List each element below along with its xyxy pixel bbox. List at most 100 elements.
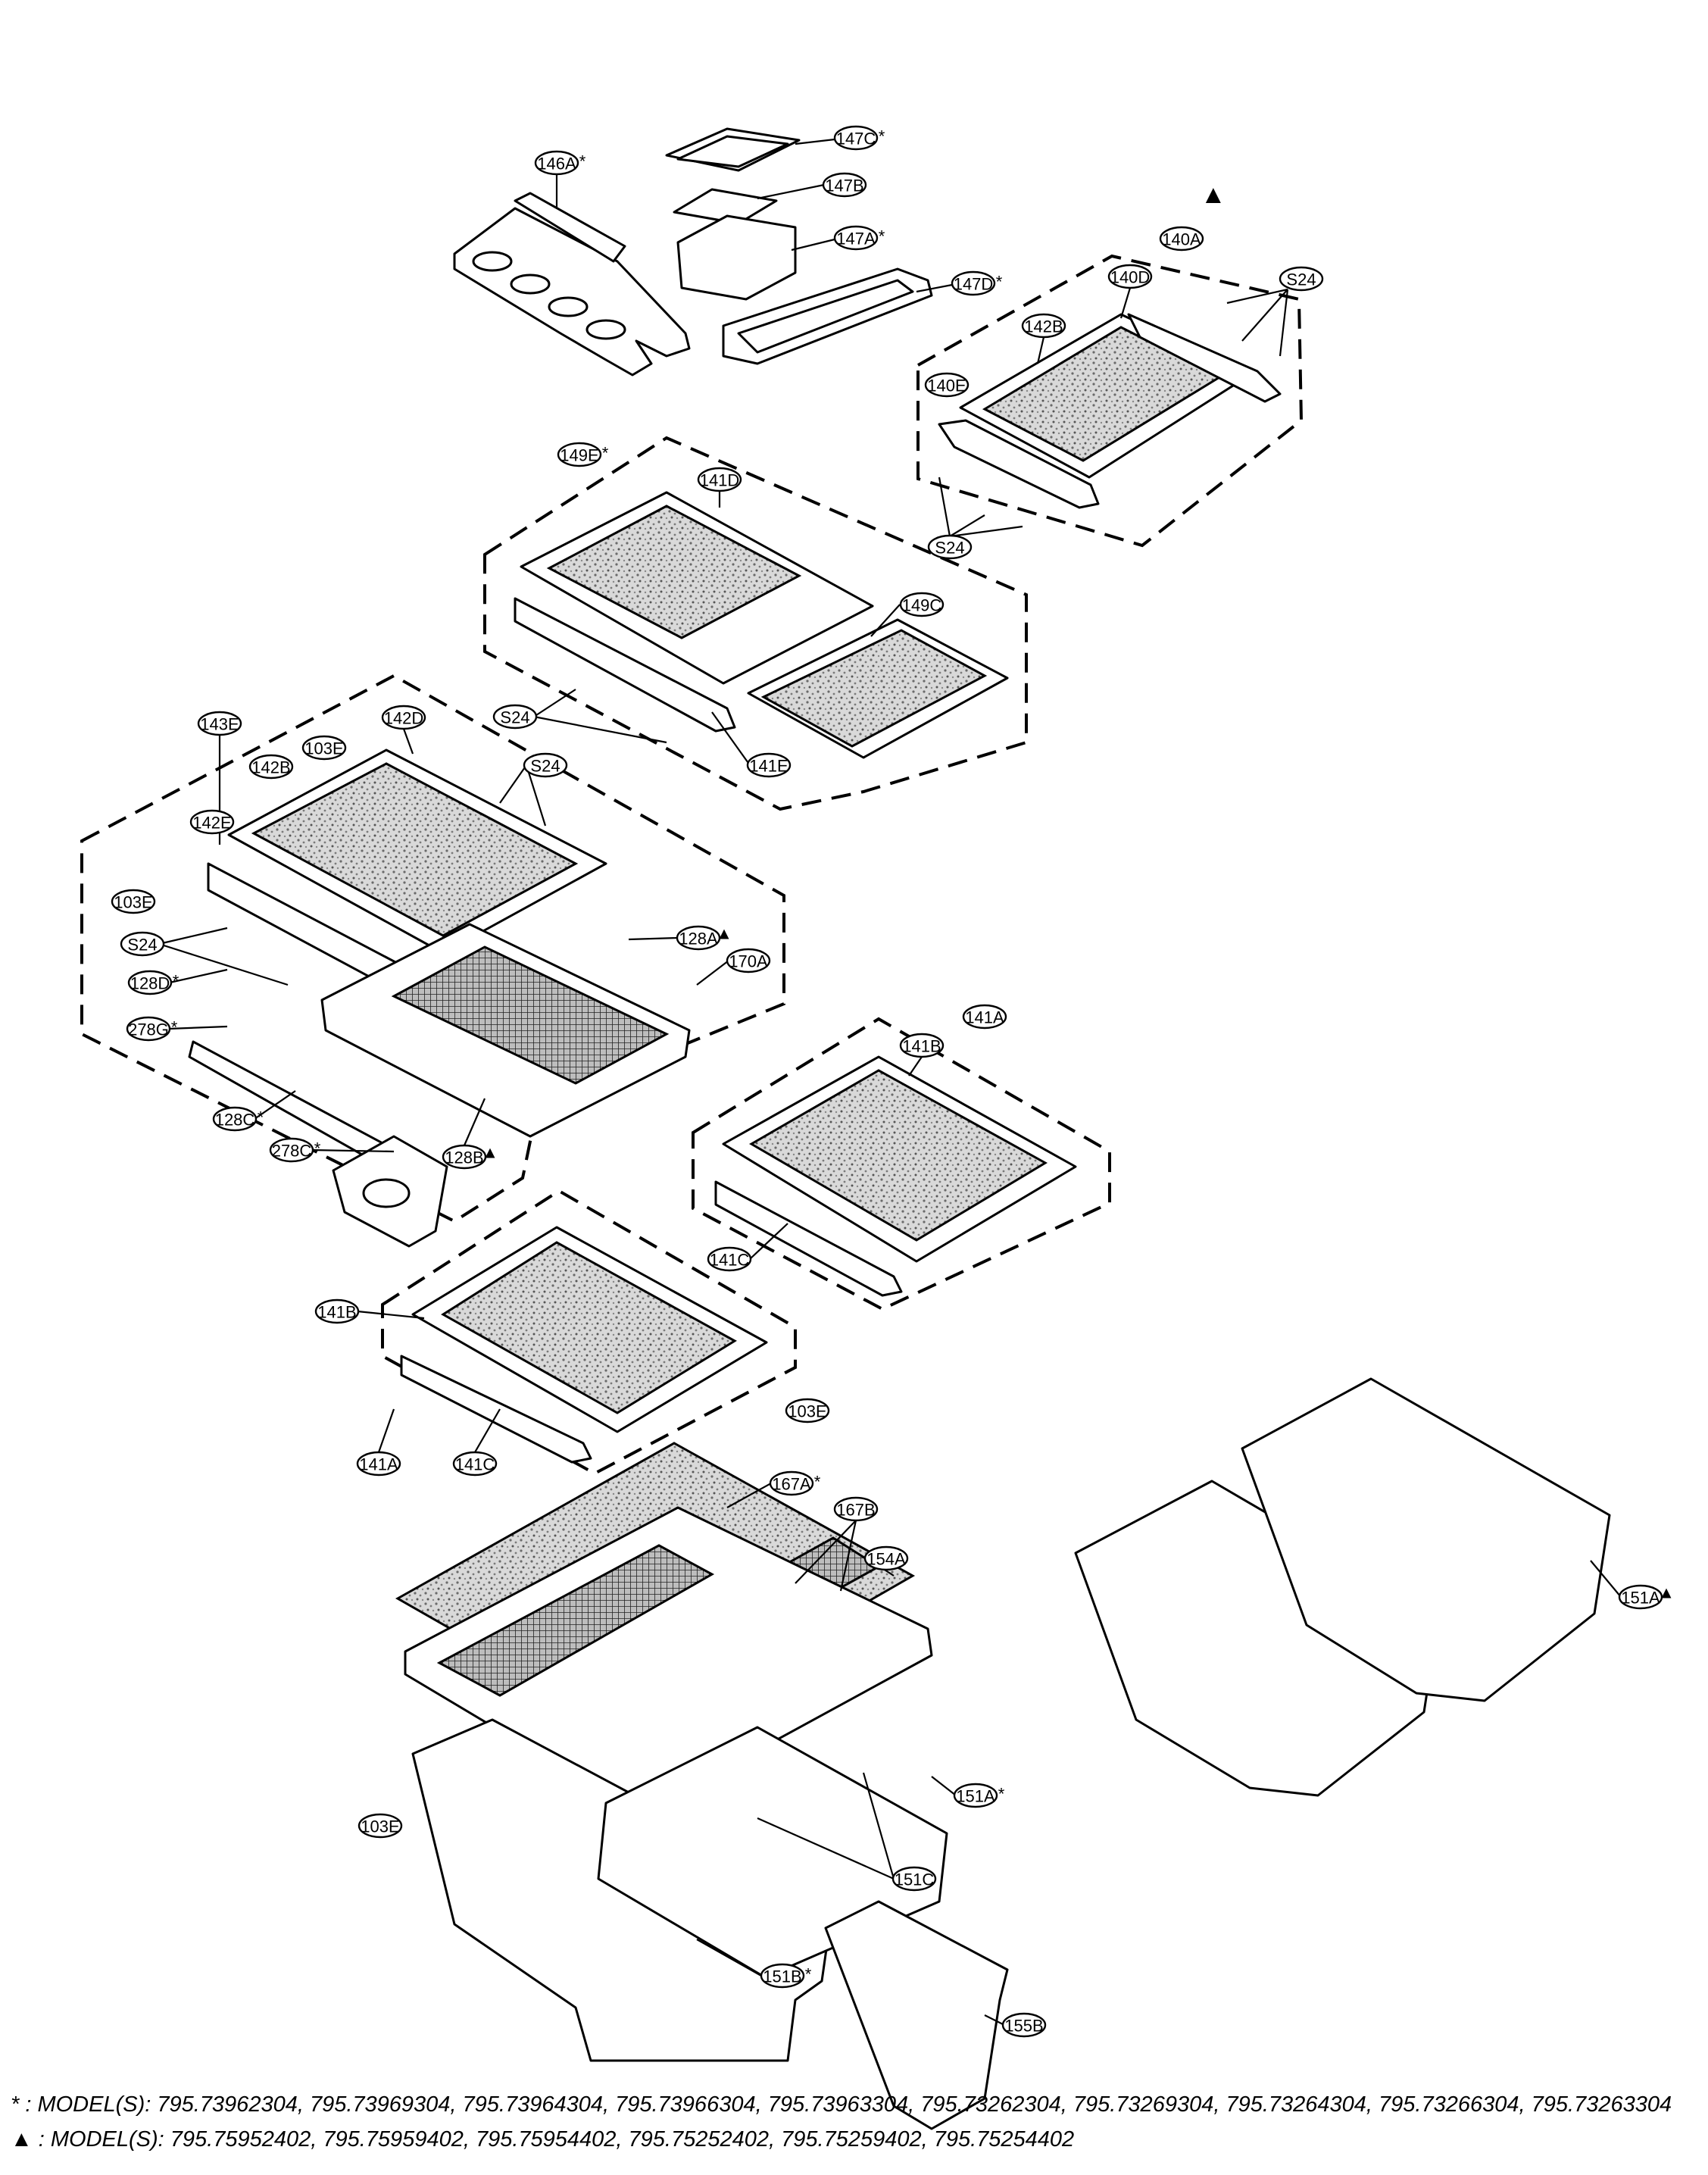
- asterisk-marker: *: [879, 227, 885, 246]
- callout-146a: 146A*: [534, 150, 586, 176]
- callout-s24: S24: [492, 704, 538, 730]
- egg-tray-146a: [453, 192, 691, 377]
- callout-128a: 128A▲: [676, 924, 732, 951]
- callout-bubble: [301, 735, 347, 761]
- callout-147c: 147C*: [833, 125, 885, 151]
- callout-text: 167A: [772, 1475, 811, 1494]
- shelf-141a-lower: [400, 1226, 768, 1464]
- callout-103e: 103E: [301, 735, 347, 761]
- callout-147d: 147D*: [951, 270, 1003, 296]
- callout-bubble: [197, 711, 242, 736]
- callout-bubble: [1021, 313, 1066, 339]
- group-143e-outline: [80, 673, 785, 1223]
- asterisk-marker: *: [173, 972, 180, 991]
- callout-text: 278G: [128, 1020, 169, 1039]
- callout-bubble: [314, 1298, 360, 1324]
- shelf-143e: [188, 748, 691, 1248]
- callout-bubble: [746, 752, 792, 778]
- callout-bubble: [707, 1246, 752, 1272]
- callout-bubble: [891, 1866, 937, 1892]
- callout-151a: 151A*: [953, 1783, 1005, 1808]
- callout-151c: 151C: [891, 1866, 937, 1892]
- callout-s24: S24: [120, 931, 165, 957]
- callout-142b: 142B: [248, 754, 294, 780]
- group-141a-outline-upper: [692, 1017, 1111, 1311]
- callout-text: 147B: [825, 177, 863, 195]
- group-141a-outline-lower: [381, 1189, 797, 1476]
- callout-142d: 142D: [381, 705, 426, 730]
- callout-170a: 170A: [726, 948, 771, 973]
- asterisk-marker: *: [805, 1965, 812, 1984]
- callout-text: S24: [500, 708, 529, 727]
- callout-text: 142B: [1024, 317, 1063, 336]
- callout-bubble: [1618, 1584, 1663, 1610]
- callout-text: 128B: [445, 1148, 483, 1167]
- callout-text: S24: [530, 757, 560, 776]
- callout-text: 147C: [836, 130, 876, 148]
- callout-bubble: [726, 948, 771, 973]
- callout-text: 128A: [679, 930, 718, 948]
- callout-128c: 128C*: [212, 1106, 264, 1132]
- model-notes: * : MODEL(S): 795.73962304, 795.73969304…: [11, 2087, 1703, 2157]
- callout-bubble: [358, 1813, 403, 1839]
- callout-278c: 278C*: [269, 1137, 321, 1163]
- callout-text: 141A: [359, 1455, 398, 1474]
- callout-text: 128C: [215, 1111, 255, 1130]
- callout-text: 151C: [895, 1870, 935, 1889]
- callout-bubble: [127, 970, 173, 995]
- callout-141d: 141D: [697, 467, 742, 492]
- callout-142e: 142E: [189, 809, 235, 835]
- callout-103e: 103E: [785, 1398, 830, 1423]
- callout-140a: 140A: [1159, 226, 1204, 252]
- callout-text: 141C: [455, 1455, 495, 1474]
- callout-140e: 140E: [924, 372, 970, 398]
- asterisk-marker: *: [998, 1785, 1005, 1804]
- callout-143e: 143E: [197, 711, 242, 736]
- callout-text: 103E: [304, 739, 343, 758]
- callout-bubble: [189, 809, 235, 835]
- callout-s24: S24: [523, 752, 568, 778]
- callout-text: 278C: [272, 1142, 312, 1161]
- callout-text: 151A: [956, 1787, 995, 1806]
- note-star-models: * : MODEL(S): 795.73962304, 795.73969304…: [11, 2092, 1672, 2117]
- callout-141b: 141B: [314, 1298, 360, 1324]
- callout-149e: 149E*: [557, 442, 609, 467]
- callout-text: 141B: [902, 1037, 941, 1056]
- callout-bubble: [899, 592, 945, 617]
- triangle-marker: ▲: [716, 924, 732, 943]
- callout-bubble: [523, 752, 568, 778]
- callout-text: 151B: [763, 1967, 801, 1986]
- callout-text: 149C: [902, 596, 942, 615]
- callout-bubble: [676, 925, 721, 951]
- callout-text: 141A: [965, 1008, 1004, 1027]
- callout-text: 167B: [836, 1501, 875, 1520]
- callout-bubble: [697, 467, 742, 492]
- callout-128d: 128D*: [127, 970, 180, 995]
- callout-bubble: [833, 1496, 879, 1522]
- shelf-141a-upper: [714, 1055, 1077, 1297]
- callout-bubble: [381, 705, 426, 730]
- callout-text: 103E: [788, 1402, 826, 1421]
- callout-bubble: [452, 1451, 498, 1477]
- callout-bubble: [760, 1963, 805, 1989]
- callout-bubble: [822, 172, 867, 198]
- callout-bubble: [1279, 266, 1324, 292]
- asterisk-marker: *: [879, 127, 885, 146]
- callout-154a: 154A: [863, 1545, 909, 1571]
- callout-text: 170A: [729, 952, 768, 971]
- callout-text: 147A: [836, 230, 876, 248]
- callout-bubble: [962, 1004, 1007, 1030]
- shelf-140a: [938, 313, 1282, 509]
- callout-text: 143E: [200, 715, 239, 734]
- callout-bubble: [126, 1016, 171, 1042]
- callout-text: 103E: [361, 1817, 399, 1836]
- callout-bubble: [924, 372, 970, 398]
- callout-bubble: [863, 1545, 909, 1571]
- shelf-149e: [514, 491, 1009, 759]
- callout-141a: 141A: [356, 1451, 401, 1477]
- callout-text: 149E: [560, 446, 598, 465]
- callout-bubble: [442, 1144, 487, 1170]
- callout-text: 140A: [1162, 230, 1201, 249]
- callout-text: 142E: [192, 814, 231, 833]
- callout-text: 142D: [384, 709, 424, 728]
